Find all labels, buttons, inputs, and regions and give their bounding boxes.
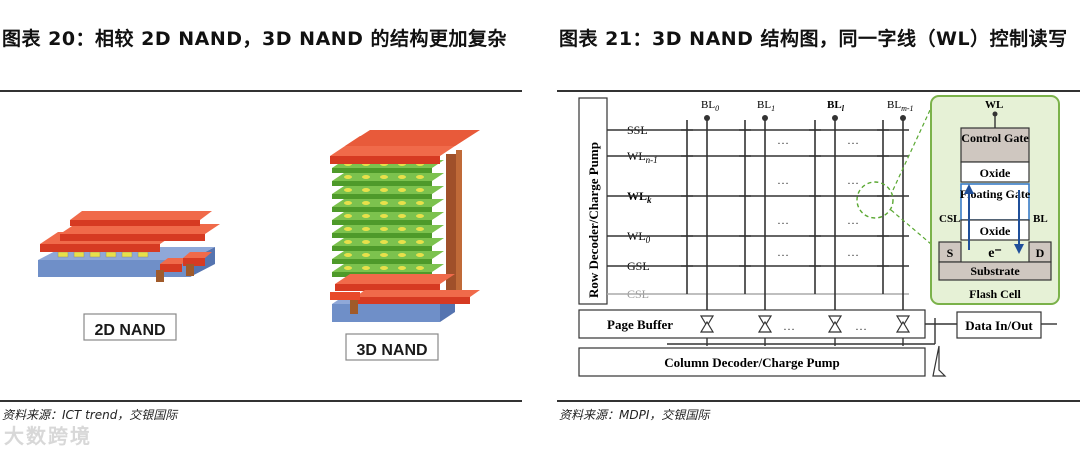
svg-text:…: … <box>847 213 859 227</box>
page-buffer-drivers <box>699 315 911 333</box>
left-figure-panel: 图表 20：相较 2D NAND，3D NAND 的结构更加复杂 <box>0 0 522 452</box>
oxide-bottom-label: Oxide <box>980 224 1011 238</box>
figure-21-source: 资料来源：MDPI，交银国际 <box>559 408 710 422</box>
svg-text:…: … <box>783 319 795 333</box>
flash-cell-caption: Flash Cell <box>969 287 1021 301</box>
svg-text:…: … <box>777 173 789 187</box>
bitline-label-0: BL0 <box>701 99 719 113</box>
data-io-label: Data In/Out <box>965 318 1033 333</box>
nand-circuit-diagram: Row Decoder/Charge Pump SSL WLn-1 WLk WL… <box>578 95 1060 377</box>
svg-text:…: … <box>847 133 859 147</box>
bottom-rule <box>557 400 1080 402</box>
substrate-label: Substrate <box>970 264 1020 278</box>
2d-nand-illustration <box>38 211 220 282</box>
transistor-ticks <box>681 129 889 267</box>
row-decoder-box <box>578 97 608 305</box>
source-label: S <box>947 246 954 260</box>
svg-text:…: … <box>777 245 789 259</box>
svg-text:…: … <box>855 319 867 333</box>
flash-cell-bl-label: BL <box>1033 213 1048 225</box>
electron-label: e⁻ <box>988 246 1002 261</box>
watermark-logo: 大数跨境 <box>4 424 92 448</box>
highlight-cell-circle <box>856 181 894 219</box>
data-io-box <box>956 311 1042 339</box>
3d-nand-label-box <box>345 333 439 361</box>
oxide-bottom-box <box>960 219 1030 241</box>
row-lines <box>607 129 909 267</box>
svg-text:…: … <box>847 245 859 259</box>
3d-nand-illustration <box>330 130 480 322</box>
flash-cell-wl-label: WL <box>985 99 1003 111</box>
column-decoder-box <box>578 347 926 377</box>
svg-text:…: … <box>777 213 789 227</box>
2d-nand-label: 2D NAND <box>94 322 166 339</box>
column-decoder-label: Column Decoder/Charge Pump <box>664 355 840 370</box>
row-decoder-label: Row Decoder/Charge Pump <box>586 142 601 298</box>
ellipsis-marks: … … … … … … … … <box>777 133 859 259</box>
floating-gate-box <box>960 183 1030 221</box>
nand-comparison-figure <box>38 130 480 361</box>
svg-text:…: … <box>847 173 859 187</box>
oxide-top-box <box>960 161 1030 183</box>
oxide-top-label: Oxide <box>980 166 1011 180</box>
3d-nand-label: 3D NAND <box>356 342 428 359</box>
bitline-label-l: BLl <box>827 99 845 113</box>
control-gate-label: Control Gate <box>961 131 1029 145</box>
2d-nand-label-box <box>83 313 177 341</box>
figure-20-source: 资料来源：ICT trend，交银国际 <box>2 408 178 422</box>
row-label-wl0: WL0 <box>627 229 651 245</box>
figure-21-title: 图表 21：3D NAND 结构图，同一字线（WL）控制读写 <box>559 28 1068 50</box>
floating-gate-label: Floating Gate <box>960 187 1031 201</box>
bitline-columns <box>686 116 904 330</box>
right-figure-panel: 图表 21：3D NAND 结构图，同一字线（WL）控制读写 Row Decod… <box>557 0 1080 452</box>
top-rule <box>0 90 522 92</box>
figure-20-title: 图表 20：相较 2D NAND，3D NAND 的结构更加复杂 <box>2 28 508 50</box>
bitline-label-m-1: BLm-1 <box>887 99 914 113</box>
top-rule <box>557 90 1080 92</box>
control-gate-box <box>960 127 1030 163</box>
row-label-wlk: WLk <box>627 189 652 205</box>
bottom-rule <box>0 400 522 402</box>
page-buffer-label: Page Buffer <box>607 317 673 332</box>
svg-text:…: … <box>777 133 789 147</box>
row-label-wln-1: WLn-1 <box>627 149 658 165</box>
flash-cell-csl-label: CSL <box>939 213 960 225</box>
bitline-nodes <box>704 115 906 121</box>
drain-label: D <box>1036 246 1045 260</box>
bitline-label-1: BL1 <box>757 99 775 113</box>
substrate-box <box>938 261 1052 281</box>
